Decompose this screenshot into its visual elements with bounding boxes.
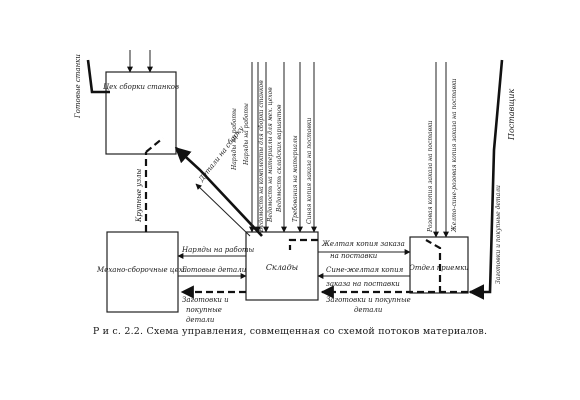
vedomost-assembly-sets: Ведомость на комплекты для сборки станко… — [258, 80, 265, 233]
work-orders-label: Наряды на работы — [181, 246, 255, 254]
supplier-label: Поставщик — [507, 89, 516, 141]
blue-yellow-copy-label-2: заказа на поставки — [326, 280, 400, 288]
supplier-flow — [468, 59, 504, 300]
pink-copy-label: Розовая копия заказа на поставки — [427, 120, 434, 233]
orders-to-work-vertical-1: Наряды на работы — [231, 108, 238, 171]
yellow-blue-pink-copy-label: Желто-сине-розовая копия заказа на поста… — [451, 78, 458, 233]
reception-internal-flow — [425, 239, 442, 293]
material-requirements-label: Требования на материалы — [292, 135, 299, 222]
yellow-copy-label-1: Желтая копия заказа — [321, 240, 405, 248]
yellow-copy-label-2: на поставки — [330, 252, 378, 260]
blanks-mech-label-1: Заготовки и — [182, 296, 229, 304]
finished-machines-label: Готовые станки — [74, 54, 82, 119]
figure-caption: Р и с. 2.2. Схема управления, совмещенна… — [92, 326, 488, 337]
blanks-warehouse-label-2: детали — [354, 306, 383, 314]
parts-to-assembly-label: Детали на сборку — [197, 124, 246, 184]
orders-to-work-vertical-2: Наряды на работы — [243, 103, 250, 166]
blanks-mech-label-2: покупные — [186, 306, 222, 314]
blue-yellow-copy-label-1: Сине-желтая копия — [326, 266, 404, 274]
vedomost-materials: Ведомость на материалы для мех. цехов — [267, 87, 274, 223]
assembly-dashed-out — [145, 137, 164, 153]
blue-copy-label: Синяя копия заказа на поставки — [306, 118, 313, 224]
blanks-purchased-right-label: Заготовки и покупные детали — [495, 185, 502, 284]
mech-shop-label: Механо-сборочные цеха — [96, 266, 187, 274]
warehouse-to-assembly-thin — [195, 183, 251, 237]
warehouse-internal-flow — [288, 238, 318, 250]
blanks-mech-label-3: детали — [186, 316, 215, 324]
finished-machines-flow — [86, 59, 110, 94]
parts-to-assembly-flow — [174, 146, 263, 237]
mech-shop-box — [106, 231, 179, 313]
warehouses-label: Склады — [266, 263, 298, 272]
assembly-shop-label: Цех сборки станков — [103, 83, 179, 91]
vedomost-warehouse-variants: Ведомость складских вариантов — [276, 104, 283, 213]
large-units-label: Крупные узлы — [135, 169, 143, 223]
assembly-shop-box — [105, 71, 177, 155]
finished-parts-label: Готовые детали — [181, 266, 247, 274]
blanks-warehouse-label-1: Заготовки и покупные — [326, 296, 411, 304]
